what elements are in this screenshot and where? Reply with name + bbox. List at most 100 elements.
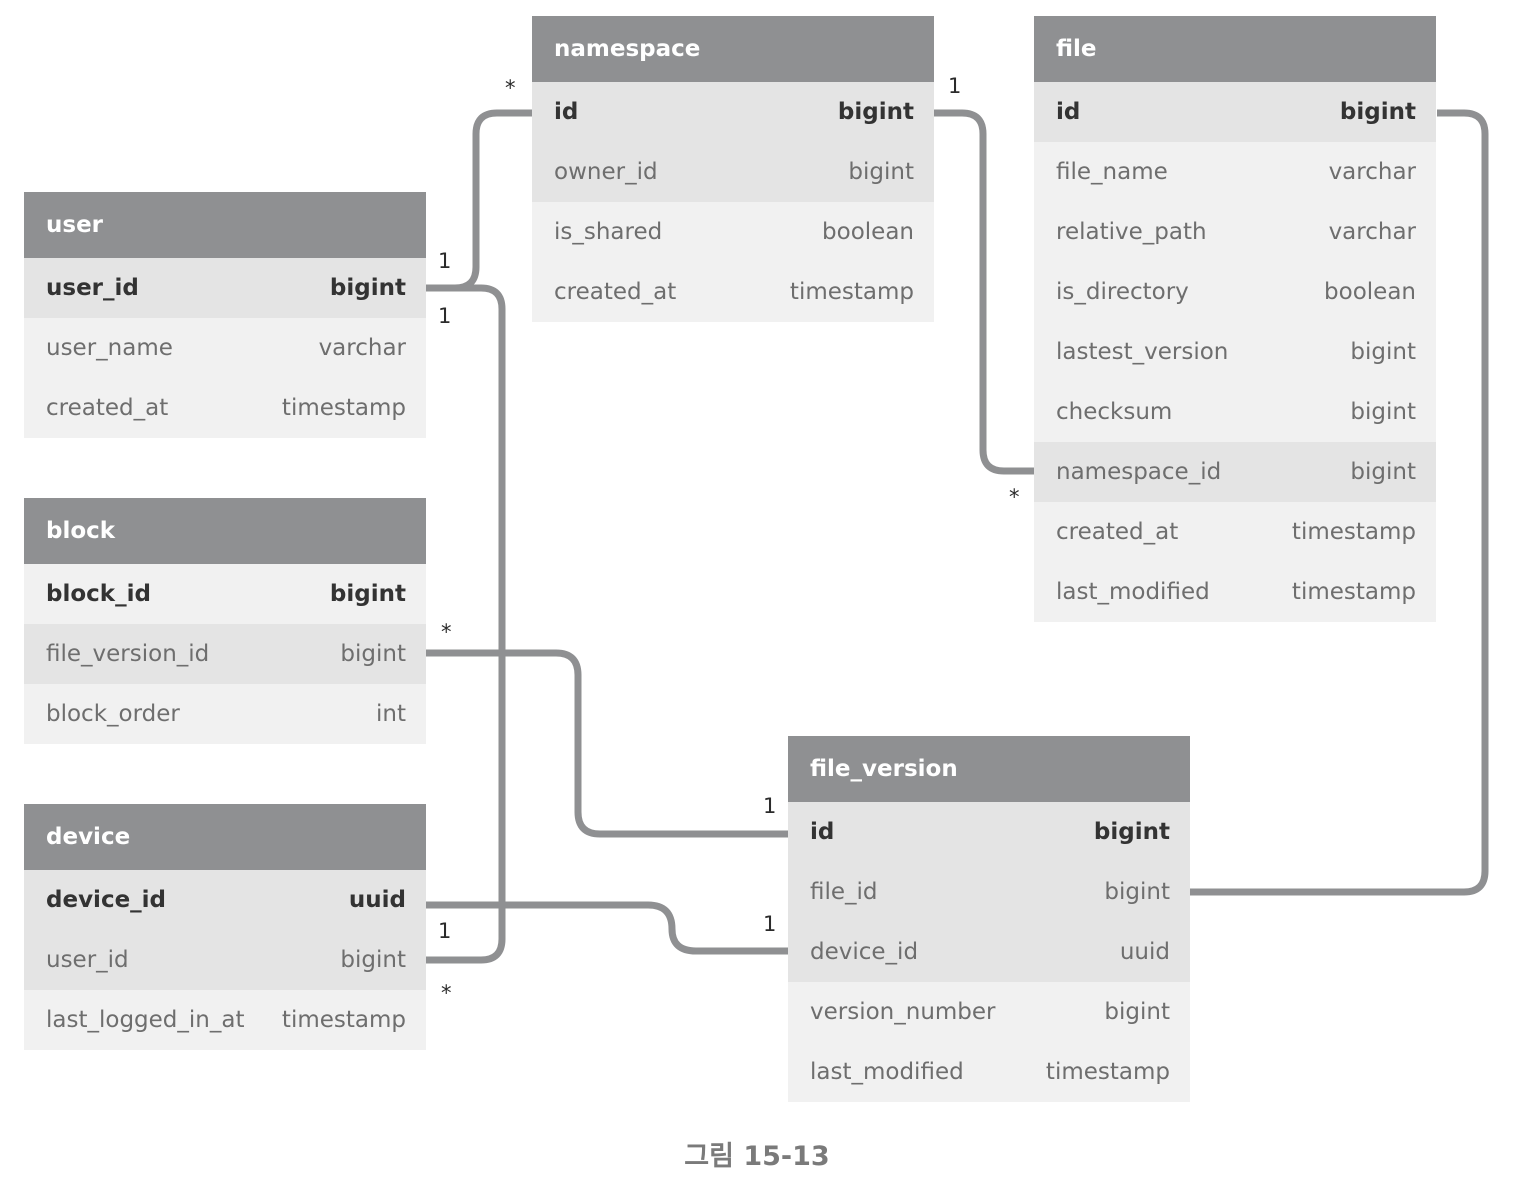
device-table: device device_id uuid user_id bigint las… (24, 804, 426, 1050)
column-type: varchar (318, 335, 406, 361)
cardinality-label: 1 (763, 794, 777, 818)
column-name: file_version_id (46, 641, 210, 667)
cardinality-label: * (441, 620, 452, 644)
column-type: boolean (822, 219, 914, 245)
file-column-row: id bigint (1034, 82, 1436, 142)
column-type: bigint (1093, 819, 1170, 845)
column-type: bigint (1339, 99, 1416, 125)
file-table: file id bigint file_name varchar relativ… (1034, 16, 1436, 622)
user-table-header: user (24, 192, 426, 258)
user-table: user user_id bigint user_name varchar cr… (24, 192, 426, 438)
file-column-row: last_modified timestamp (1034, 562, 1436, 622)
column-name: user_name (46, 335, 173, 361)
user-column-row: created_at timestamp (24, 378, 426, 438)
column-name: user_id (46, 947, 129, 973)
column-type: bigint (848, 159, 914, 185)
device-table-header: device (24, 804, 426, 870)
column-type: bigint (340, 641, 406, 667)
namespace-table-header: namespace (532, 16, 934, 82)
column-type: uuid (1119, 939, 1170, 965)
cardinality-label: * (441, 981, 452, 1005)
column-type: bigint (1350, 399, 1416, 425)
cardinality-label: 1 (438, 304, 452, 328)
column-name: id (554, 99, 579, 125)
connector-namespace-file (933, 109, 1034, 475)
file-column-row: file_name varchar (1034, 142, 1436, 202)
device-column-row: device_id uuid (24, 870, 426, 930)
column-name: lastest_version (1056, 339, 1229, 365)
namespace-column-row: owner_id bigint (532, 142, 934, 202)
file-version-column-row: last_modified timestamp (788, 1042, 1190, 1102)
device-column-row: last_logged_in_at timestamp (24, 990, 426, 1050)
block-table-header: block (24, 498, 426, 564)
cardinality-label: * (1009, 485, 1020, 509)
column-name: user_id (46, 275, 139, 301)
column-type: bigint (1350, 339, 1416, 365)
column-name: id (810, 819, 835, 845)
column-type: varchar (1328, 159, 1416, 185)
file-column-row: namespace_id bigint (1034, 442, 1436, 502)
column-name: namespace_id (1056, 459, 1222, 485)
file-column-row: created_at timestamp (1034, 502, 1436, 562)
block-column-row: block_id bigint (24, 564, 426, 624)
column-type: bigint (1104, 879, 1170, 905)
column-name: device_id (810, 939, 919, 965)
file-column-row: relative_path varchar (1034, 202, 1436, 262)
cardinality-label: 1 (438, 919, 452, 943)
cardinality-label: 1 (763, 912, 777, 936)
user-column-row: user_id bigint (24, 258, 426, 318)
file-version-column-row: id bigint (788, 802, 1190, 862)
column-name: last_logged_in_at (46, 1007, 245, 1033)
column-name: version_number (810, 999, 996, 1025)
file-column-row: is_directory boolean (1034, 262, 1436, 322)
file-version-column-row: file_id bigint (788, 862, 1190, 922)
column-type: bigint (340, 947, 406, 973)
cardinality-label: * (505, 76, 516, 100)
column-name: created_at (46, 395, 169, 421)
user-column-row: user_name varchar (24, 318, 426, 378)
column-name: device_id (46, 887, 167, 913)
connector-block-file-version (426, 649, 788, 838)
connector-user-device (426, 284, 506, 964)
column-type: timestamp (789, 279, 914, 305)
column-type: timestamp (281, 1007, 406, 1033)
column-type: bigint (329, 275, 406, 301)
column-type: bigint (329, 581, 406, 607)
column-name: last_modified (1056, 579, 1210, 605)
column-name: created_at (554, 279, 677, 305)
column-type: bigint (837, 99, 914, 125)
connector-file-file-version (1190, 109, 1489, 896)
column-type: timestamp (1291, 519, 1416, 545)
connector-device-file-version (426, 901, 788, 955)
cardinality-label: 1 (948, 74, 962, 98)
namespace-column-row: created_at timestamp (532, 262, 934, 322)
column-type: timestamp (281, 395, 406, 421)
column-name: owner_id (554, 159, 658, 185)
block-table: block block_id bigint file_version_id bi… (24, 498, 426, 744)
file-version-table-header: file_version (788, 736, 1190, 802)
column-name: block_id (46, 581, 151, 607)
column-type: timestamp (1045, 1059, 1170, 1085)
column-name: last_modified (810, 1059, 964, 1085)
column-name: created_at (1056, 519, 1179, 545)
device-column-row: user_id bigint (24, 930, 426, 990)
column-name: block_order (46, 701, 180, 727)
file-version-table: file_version id bigint file_id bigint de… (788, 736, 1190, 1102)
column-name: id (1056, 99, 1081, 125)
cardinality-label: 1 (438, 249, 452, 273)
column-name: checksum (1056, 399, 1173, 425)
namespace-column-row: is_shared boolean (532, 202, 934, 262)
column-name: file_name (1056, 159, 1168, 185)
column-type: varchar (1328, 219, 1416, 245)
figure-caption: 그림 15-13 (684, 1141, 830, 1172)
namespace-table: namespace id bigint owner_id bigint is_s… (532, 16, 934, 322)
column-name: is_shared (554, 219, 663, 245)
file-table-header: file (1034, 16, 1436, 82)
column-name: relative_path (1056, 219, 1207, 245)
column-type: uuid (348, 887, 406, 913)
file-version-column-row: device_id uuid (788, 922, 1190, 982)
column-type: timestamp (1291, 579, 1416, 605)
column-type: int (376, 701, 406, 727)
column-name: is_directory (1056, 279, 1189, 305)
